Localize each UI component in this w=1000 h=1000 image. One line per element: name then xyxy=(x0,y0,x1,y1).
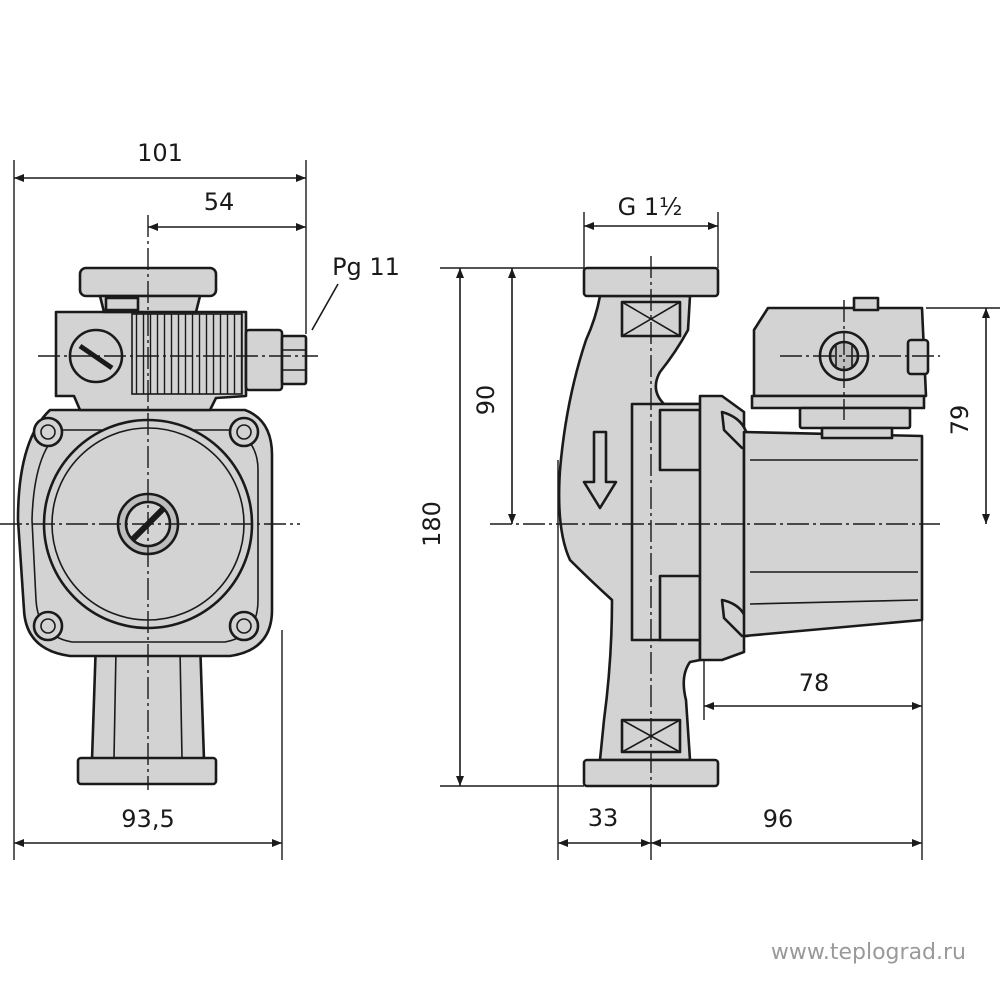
front-dimensions xyxy=(13,160,339,860)
dim-base-width: 93,5 xyxy=(121,805,174,833)
side-terminal-box xyxy=(750,296,930,440)
dim-terminal-offset: 54 xyxy=(204,188,235,216)
cable-gland xyxy=(244,328,308,392)
dim-height-total: 180 xyxy=(418,501,446,547)
flow-arrow xyxy=(582,430,618,510)
side-dimensions xyxy=(440,212,1000,860)
dim-cable-gland: Pg 11 xyxy=(332,253,400,281)
dim-overall-width: 101 xyxy=(137,139,183,167)
dim-depth-front: 33 xyxy=(588,804,619,832)
dim-thread: G 1½ xyxy=(618,193,683,221)
front-view xyxy=(0,215,318,790)
housing-lugs xyxy=(32,416,260,642)
dimension-labels: 101 54 Pg 11 93,5 G 1½ 180 90 79 78 33 9… xyxy=(121,139,974,833)
dim-height-upper: 90 xyxy=(472,385,500,416)
dim-terminal-height: 79 xyxy=(946,405,974,436)
terminal-box xyxy=(54,266,308,412)
dim-depth-back: 96 xyxy=(763,805,794,833)
dim-motor-length: 78 xyxy=(799,669,830,697)
watermark: www.teplograd.ru xyxy=(770,940,966,965)
side-view xyxy=(490,256,940,800)
